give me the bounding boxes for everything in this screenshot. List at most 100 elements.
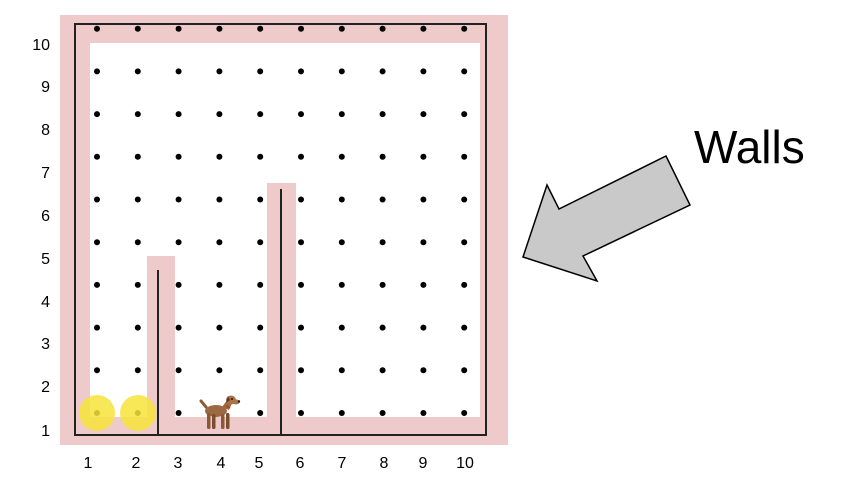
corner-dot	[216, 281, 223, 288]
corner-dot	[134, 111, 141, 118]
walls-label: Walls	[694, 121, 805, 173]
corner-dots	[94, 25, 468, 416]
corner-dot	[379, 25, 386, 32]
y-tick-label: 9	[41, 79, 50, 96]
x-tick-label: 2	[132, 455, 141, 472]
beepers	[79, 395, 156, 431]
corner-dot	[420, 68, 427, 75]
corner-dot	[338, 196, 345, 203]
corner-dot	[298, 281, 304, 288]
x-tick-label: 9	[419, 455, 428, 472]
dog-icon	[199, 395, 241, 429]
corner-dot	[94, 68, 100, 75]
corner-dot	[461, 196, 468, 203]
corner-dot	[94, 367, 100, 374]
corner-dot	[420, 410, 427, 416]
corner-dot	[420, 196, 427, 203]
wall-highlights	[60, 15, 508, 445]
wall-highlight-right	[480, 15, 508, 445]
corner-dot	[420, 239, 427, 246]
corner-dot	[94, 324, 100, 331]
corner-dot	[420, 111, 427, 118]
corner-dot	[175, 239, 182, 246]
corner-dot	[257, 410, 264, 416]
corner-dot	[379, 239, 386, 246]
x-tick-label: 7	[338, 455, 347, 472]
beeper-ball-icon	[79, 395, 115, 431]
corner-dot	[461, 281, 468, 288]
corner-dot	[338, 153, 345, 160]
corner-dot	[257, 68, 264, 75]
corner-dot	[134, 153, 141, 160]
y-tick-label: 8	[41, 122, 50, 139]
corner-dot	[420, 324, 427, 331]
x-tick-label: 8	[380, 455, 389, 472]
y-tick-label: 4	[41, 294, 50, 311]
corner-dot	[420, 153, 427, 160]
corner-dot	[379, 324, 386, 331]
corner-dot	[379, 111, 386, 118]
corner-dot	[298, 68, 304, 75]
corner-dot	[216, 367, 223, 374]
corner-dot	[461, 111, 468, 118]
callout-arrow-icon	[522, 154, 692, 283]
corner-dot	[379, 367, 386, 374]
corner-dot	[461, 68, 468, 75]
corner-dot	[257, 367, 264, 374]
corner-dot	[298, 153, 304, 160]
corner-dot	[298, 196, 304, 203]
corner-dot	[257, 239, 264, 246]
corner-dot	[461, 153, 468, 160]
corner-dot	[94, 196, 100, 203]
y-tick-label: 5	[41, 251, 50, 268]
corner-dot	[420, 367, 427, 374]
corner-dot	[338, 367, 345, 374]
corner-dot	[379, 68, 386, 75]
corner-dot	[134, 281, 141, 288]
corner-dot	[134, 196, 141, 203]
corner-dot	[461, 239, 468, 246]
corner-dot	[338, 68, 345, 75]
corner-dot	[257, 324, 264, 331]
corner-dot	[379, 196, 386, 203]
corner-dot	[461, 25, 468, 32]
corner-dot	[298, 239, 304, 246]
corner-dot	[379, 410, 386, 416]
corner-dot	[338, 25, 345, 32]
corner-dot	[338, 239, 345, 246]
corner-dot	[338, 324, 345, 331]
corner-dot	[175, 25, 182, 32]
x-tick-label: 5	[255, 455, 264, 472]
corner-dot	[216, 68, 223, 75]
corner-dot	[461, 367, 468, 374]
corner-dot	[134, 25, 141, 32]
corner-dot	[298, 324, 304, 331]
y-tick-label: 6	[41, 208, 50, 225]
corner-dot	[216, 25, 223, 32]
corner-dot	[94, 111, 100, 118]
corner-dot	[94, 281, 100, 288]
y-tick-label: 7	[41, 165, 50, 182]
x-tick-label: 6	[296, 455, 305, 472]
corner-dot	[175, 410, 182, 416]
corner-dot	[298, 25, 304, 32]
x-tick-label: 4	[217, 455, 226, 472]
corner-dot	[175, 367, 182, 374]
corner-dot	[379, 153, 386, 160]
corner-dot	[420, 25, 427, 32]
x-tick-label: 10	[456, 455, 474, 472]
corner-dot	[134, 367, 141, 374]
corner-dot	[257, 196, 264, 203]
corner-dot	[175, 68, 182, 75]
corner-dot	[461, 410, 468, 416]
corner-dot	[338, 410, 345, 416]
corner-dot	[175, 196, 182, 203]
x-tick-label: 1	[84, 455, 93, 472]
corner-dot	[338, 111, 345, 118]
corner-dot	[216, 196, 223, 203]
corner-dot	[257, 25, 264, 32]
y-tick-label: 2	[41, 379, 50, 396]
corner-dot	[379, 281, 386, 288]
